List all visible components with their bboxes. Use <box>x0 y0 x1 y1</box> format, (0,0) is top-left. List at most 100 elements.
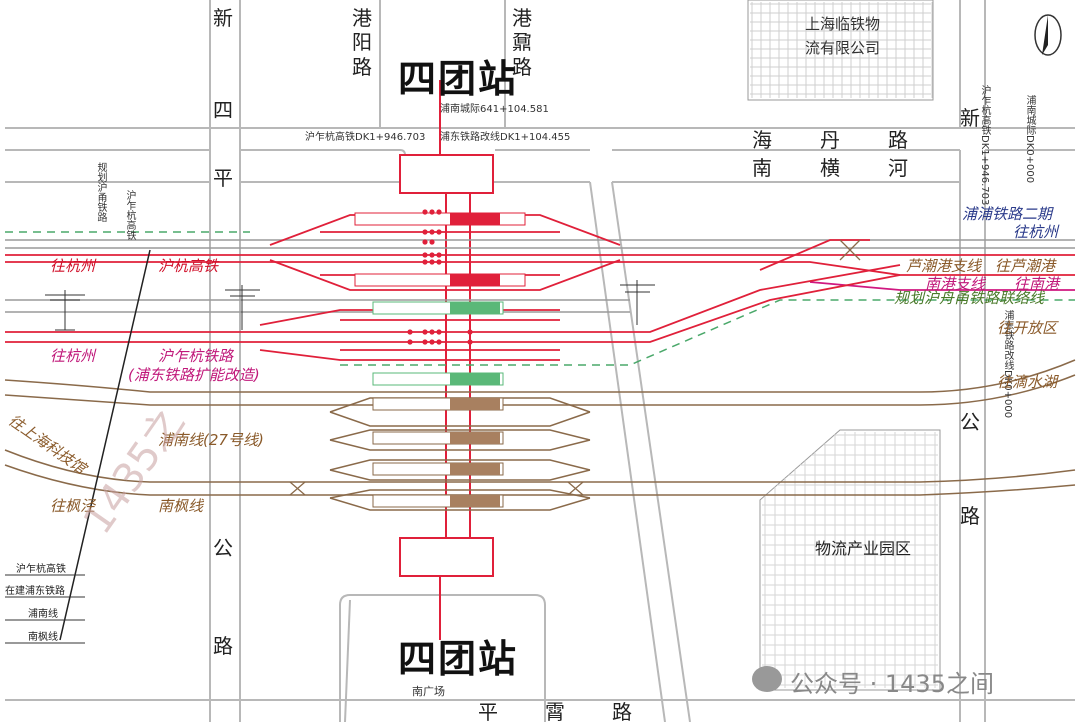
station-building-north <box>399 154 494 194</box>
red-tracks-middle <box>5 264 901 361</box>
station-title-bottom: 四团站 <box>398 637 519 681</box>
company-block <box>747 0 934 101</box>
road-gangyang-3: 路 <box>352 55 372 79</box>
stair-dot <box>422 239 428 245</box>
stair-dot <box>436 259 442 265</box>
platforms <box>354 212 526 508</box>
stair-dot <box>436 339 442 345</box>
south-square-label: 南广场 <box>412 685 445 698</box>
stair-dot <box>436 329 442 335</box>
stair-dot <box>422 329 428 335</box>
road-xin-right: 新 <box>960 106 980 130</box>
road-gangyang-1: 港 <box>352 6 372 30</box>
road-pingxiao-1: 平 <box>478 700 498 724</box>
road-xinsiping-4: 公 <box>213 536 233 560</box>
vnote-right-1: 沪乍杭高铁DK1+946.703 <box>979 85 990 206</box>
label-wang-hangzhou-right: 往杭州 <box>1013 223 1059 241</box>
label-pudong-rail-2: 浦浦铁路二期 <box>962 205 1053 223</box>
stair-dot <box>407 329 413 335</box>
stair-dot <box>467 339 473 345</box>
legend-pudong: 在建浦东铁路 <box>5 586 65 597</box>
river-nanheng-3: 河 <box>888 156 908 180</box>
station-title-top: 四团站 <box>398 57 519 101</box>
wechat-watermark: 公众号 · 1435之间 <box>790 670 994 698</box>
label-wang-fengjing: 往枫泾 <box>50 497 96 515</box>
stair-dot <box>422 339 428 345</box>
label-nangang-branch: 南港支线 <box>925 275 986 293</box>
label-punan-line: 浦南线(27号线) <box>158 431 264 449</box>
road-gonglu-right-1: 公 <box>960 410 980 434</box>
company-name: 上海临铁物 流有限公司 <box>775 12 910 60</box>
stair-dot <box>422 252 428 258</box>
road-network <box>5 0 1075 722</box>
road-xinsiping-1: 新 <box>213 6 233 30</box>
vnote-left-1: 规划沪甬铁路 <box>95 162 106 222</box>
road-haidan-3: 路 <box>888 128 908 152</box>
vnote-right-3: 浦南城际DK0+000 <box>1024 95 1035 184</box>
brown-tracks <box>4 359 1076 511</box>
river-nanheng-2: 横 <box>820 156 840 180</box>
station-building-south <box>399 537 494 577</box>
stair-dot <box>407 339 413 345</box>
road-haidan-2: 丹 <box>820 128 840 152</box>
stair-dot <box>429 329 435 335</box>
stair-dot <box>422 259 428 265</box>
logistics-park-label: 物流产业园区 <box>815 539 912 558</box>
label-wang-luchaogang: 往芦潮港 <box>995 257 1056 275</box>
green-dashed-link <box>340 299 1075 366</box>
north-arrow-icon <box>1034 14 1062 56</box>
magenta-track <box>809 281 1075 291</box>
pylons <box>45 280 655 331</box>
stair-dot <box>436 209 442 215</box>
stair-dot <box>429 209 435 215</box>
legend-lines <box>5 574 85 644</box>
road-xinsiping-5: 路 <box>213 634 233 658</box>
road-gonglu-right-2: 路 <box>960 504 980 528</box>
legend-punan: 浦南线 <box>28 609 58 620</box>
road-haidan-1: 海 <box>752 128 772 152</box>
label-nanfeng-line: 南枫线 <box>158 497 204 515</box>
road-xinsiping-3: 平 <box>213 166 233 190</box>
label-luchao-branch: 芦潮港支线 <box>906 257 982 275</box>
legend-huzhahang: 沪乍杭高铁 <box>16 564 66 575</box>
label-wang-kaifangqu: 往开放区 <box>997 319 1058 337</box>
stair-dot <box>467 329 473 335</box>
road-pingxiao-3: 路 <box>612 700 632 724</box>
stair-dot <box>429 259 435 265</box>
vnote-right-2: 浦东铁路改线DK0+000 <box>1002 310 1013 419</box>
company-name-line-2: 流有限公司 <box>804 39 880 57</box>
label-wang-nangang: 往南港 <box>1014 275 1060 293</box>
note-huzhahang: 沪乍杭高铁DK1+946.703 <box>305 132 426 143</box>
river-nanheng-1: 南 <box>752 156 772 180</box>
label-wang-dishuihu: 往滴水湖 <box>997 373 1058 391</box>
road-gangxin-1: 港 <box>512 6 532 30</box>
stair-dot <box>429 239 435 245</box>
vnote-left-2: 沪乍杭高铁 <box>124 190 135 240</box>
stair-dot <box>429 339 435 345</box>
red-tracks-top <box>5 214 1075 291</box>
road-gangxin-2: 鼐 <box>512 30 532 54</box>
stair-dot <box>422 229 428 235</box>
wechat-icon <box>752 666 782 692</box>
road-pingxiao-2: 霄 <box>545 700 565 724</box>
road-xinsiping-2: 四 <box>213 98 233 122</box>
logistics-park-block <box>759 429 941 691</box>
road-gangxin-3: 路 <box>512 55 532 79</box>
label-huzha-hang-2: (浦东铁路扩能改造) <box>128 366 260 384</box>
legend-nanfeng: 南枫线 <box>28 632 58 643</box>
road-gangyang-2: 阳 <box>352 30 372 54</box>
stair-dot <box>436 229 442 235</box>
stair-dot <box>436 252 442 258</box>
company-name-line-1: 上海临铁物 <box>804 15 880 33</box>
label-wang-hangzhou-1: 往杭州 <box>50 257 96 275</box>
label-wang-hangzhou-2: 往杭州 <box>50 347 96 365</box>
grey-tracks <box>5 239 1075 313</box>
note-punan: 浦南城际641+104.581 <box>440 104 549 115</box>
stair-dot <box>429 252 435 258</box>
stair-dot <box>422 209 428 215</box>
label-huhang-gaotie: 沪杭高铁 <box>158 257 219 275</box>
stair-dot <box>429 229 435 235</box>
label-huzha-hang-1: 沪乍杭铁路 <box>158 347 234 365</box>
note-pudong: 浦东铁路改线DK1+104.455 <box>440 132 571 143</box>
